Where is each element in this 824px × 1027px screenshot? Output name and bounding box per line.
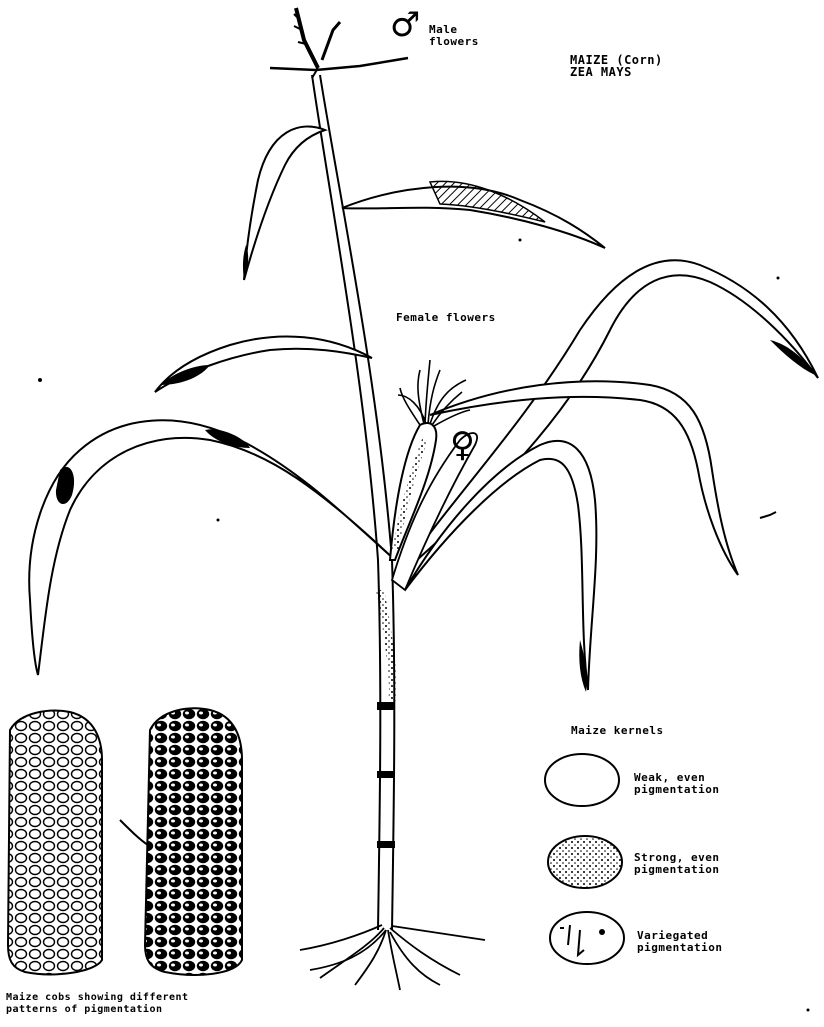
female-symbol-icon: ♀ xyxy=(450,428,475,462)
kernel-variegated-label: Variegated pigmentation xyxy=(637,930,722,954)
kernels-heading: Maize kernels xyxy=(571,725,664,737)
cobs-caption-line1: Maize cobs showing different xyxy=(6,992,189,1003)
roots xyxy=(300,925,485,990)
kernel-weak xyxy=(545,754,619,806)
cobs-caption-line2: patterns of pigmentation xyxy=(6,1004,163,1015)
tassel xyxy=(270,8,408,78)
male-flowers-label: Male flowers xyxy=(429,24,479,48)
kernel-samples xyxy=(545,754,624,964)
kernel-strong xyxy=(548,836,622,888)
kernel-weak-line2: pigmentation xyxy=(634,783,719,796)
male-line2: flowers xyxy=(429,35,479,48)
leaf-upper-left xyxy=(244,127,325,280)
title-line2: ZEA MAYS xyxy=(570,65,632,79)
leaf-right-large xyxy=(400,260,818,575)
cobs-caption: Maize cobs showing different patterns of… xyxy=(6,992,189,1016)
leaf-left-large xyxy=(29,420,395,675)
female-flowers-label: Female flowers xyxy=(396,312,496,324)
kernel-variegated xyxy=(550,912,624,964)
cob-right xyxy=(145,708,242,975)
leaf-mid-left xyxy=(155,336,372,392)
kernel-variegated-line2: pigmentation xyxy=(637,941,722,954)
page-title: MAIZE (Corn) ZEA MAYS xyxy=(570,54,663,78)
cob-left xyxy=(8,711,102,975)
male-symbol-icon: ♂ xyxy=(390,8,420,42)
kernel-strong-label: Strong, even pigmentation xyxy=(634,852,719,876)
kernel-strong-line2: pigmentation xyxy=(634,863,719,876)
kernel-weak-label: Weak, even pigmentation xyxy=(634,772,719,796)
